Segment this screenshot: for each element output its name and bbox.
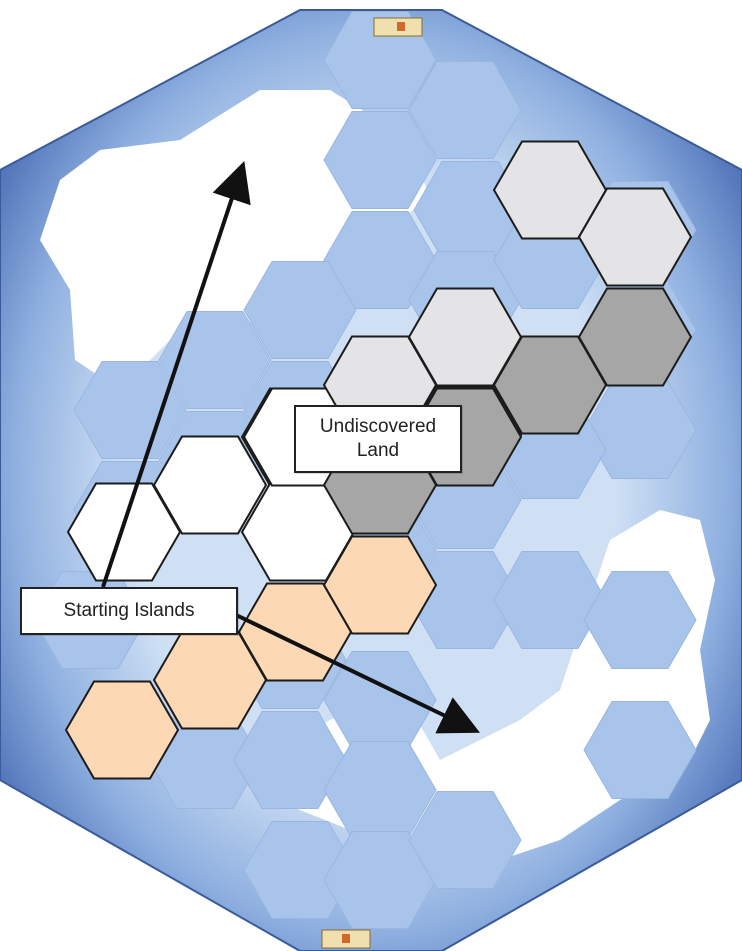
scroll-token-bottom bbox=[321, 929, 371, 949]
sea-tile bbox=[323, 211, 437, 309]
sea-tile bbox=[493, 551, 607, 649]
sea-tile bbox=[583, 701, 697, 799]
arrow-down-right bbox=[233, 612, 481, 734]
sea-tile bbox=[243, 261, 357, 359]
sea-tile bbox=[408, 791, 522, 889]
undiscovered-light-tile bbox=[492, 140, 608, 240]
undiscovered-line1: Undiscovered bbox=[319, 416, 437, 437]
starting-island-peach-tile bbox=[64, 680, 180, 780]
undiscovered-dark-tile bbox=[492, 335, 608, 435]
sea-tile bbox=[243, 821, 357, 919]
sea-tile bbox=[583, 571, 697, 669]
undiscovered-line2: Land bbox=[356, 440, 400, 461]
undiscovered-land-label: Undiscovered Land bbox=[294, 405, 462, 473]
sea-tile bbox=[408, 61, 522, 159]
land-tiles bbox=[64, 140, 693, 780]
sea-tile bbox=[73, 361, 187, 459]
sea-tile bbox=[323, 111, 437, 209]
undiscovered-light-tile bbox=[577, 187, 693, 287]
starting-island-tile bbox=[66, 482, 182, 582]
arrow-up bbox=[101, 161, 251, 588]
starting-islands-label: Starting Islands bbox=[20, 587, 238, 635]
starting-island-peach-tile bbox=[152, 630, 268, 730]
sea-tile bbox=[233, 711, 347, 809]
sea-tile bbox=[323, 831, 437, 929]
scroll-token-top bbox=[373, 17, 423, 37]
